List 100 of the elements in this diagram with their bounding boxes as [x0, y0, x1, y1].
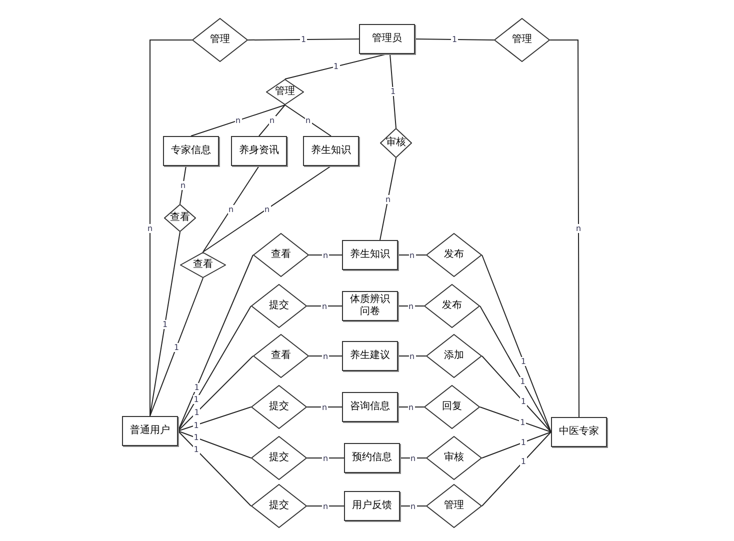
cardinality-label: n	[322, 352, 330, 360]
cardinality-label: 1	[162, 320, 169, 328]
relationship-name: 添加	[444, 350, 464, 362]
relationship-name: 管理	[512, 34, 532, 46]
cardinality-label: 1	[519, 418, 526, 426]
connector-line	[550, 40, 580, 418]
entity-box	[342, 240, 398, 270]
relationship-name: 回复	[442, 401, 462, 413]
cardinality-label: 1	[300, 35, 308, 44]
entity-name: 养生知识	[349, 249, 391, 261]
connector-line	[380, 158, 396, 240]
entity-box	[122, 416, 178, 446]
cardinality-label: 1	[173, 342, 180, 352]
relationship-name: 发布	[444, 249, 464, 261]
entity-name: 专家信息	[170, 145, 212, 157]
relationship-name: 审核	[386, 137, 406, 149]
connector-line	[414, 38, 494, 40]
cardinality-label: 1	[519, 377, 526, 386]
relationship-name: 审核	[444, 452, 464, 464]
entity-name: 管理员	[371, 33, 403, 45]
entity-name: 养生建议	[349, 350, 391, 362]
connector-line	[202, 166, 260, 252]
cardinality-label: n	[408, 352, 416, 360]
connector-line	[178, 406, 252, 432]
cardinality-label: n	[322, 502, 330, 510]
connector-line	[480, 306, 552, 432]
connector-line	[180, 166, 186, 204]
cardinality-label: n	[322, 250, 330, 260]
connector-line	[190, 104, 286, 136]
relationship-name: 提交	[269, 452, 289, 464]
relationship-name: 管理	[444, 500, 464, 512]
relationship-name: 查看	[271, 350, 291, 362]
entity-box	[342, 291, 398, 321]
entity-name: 预约信息	[351, 452, 393, 464]
entity-box	[163, 136, 219, 166]
entity-box	[344, 491, 400, 521]
relationship-name: 查看	[193, 259, 213, 271]
cardinality-label: n	[304, 116, 312, 125]
cardinality-label: n	[180, 180, 187, 190]
relationship-name: 发布	[442, 300, 462, 312]
cardinality-label: n	[384, 194, 392, 204]
cardinality-label: 1	[520, 457, 527, 466]
connector-line	[482, 356, 552, 432]
cardinality-label: n	[408, 402, 415, 412]
entity-box	[342, 392, 398, 422]
cardinality-label: n	[408, 250, 416, 260]
cardinality-label: 1	[193, 382, 200, 392]
connector-line	[308, 254, 342, 256]
connector-line	[258, 104, 286, 136]
connector-line	[178, 306, 252, 432]
cardinality-label: 1	[520, 397, 527, 406]
entity-name: 用户反馈	[351, 500, 393, 512]
relationship-name: 管理	[275, 86, 295, 98]
connector-line	[150, 278, 204, 416]
entity-box	[303, 136, 359, 166]
connector-line	[398, 254, 426, 256]
cardinality-label: 1	[192, 420, 200, 430]
cardinality-label: n	[410, 502, 417, 510]
cardinality-label: n	[268, 116, 276, 125]
cardinality-label: n	[575, 224, 582, 233]
cardinality-label: n	[228, 204, 235, 214]
connector-line	[178, 356, 254, 432]
connector-line	[482, 432, 552, 458]
connector-line	[150, 40, 192, 416]
entity-box	[342, 341, 398, 371]
cardinality-label: 1	[192, 395, 200, 404]
entity-name: 养生知识	[310, 145, 352, 157]
entity-name: 普通用户	[129, 425, 171, 437]
cardinality-label: n	[321, 402, 328, 412]
connector-line	[248, 38, 360, 40]
relationship-name: 提交	[269, 300, 289, 312]
cardinality-label: n	[264, 204, 271, 214]
cardinality-label: n	[234, 116, 242, 125]
connector-line	[178, 430, 252, 458]
connector-line	[178, 430, 252, 506]
relationship-name: 提交	[269, 401, 289, 413]
cardinality-label: n	[410, 454, 417, 462]
relationship-name: 管理	[210, 34, 230, 46]
connector-line	[390, 54, 396, 128]
cardinality-label: 1	[193, 408, 200, 417]
entity-name: 咨询信息	[349, 401, 391, 413]
cardinality-label: n	[408, 302, 415, 310]
cardinality-label: 1	[390, 86, 397, 96]
cardinality-label: 1	[192, 433, 200, 442]
connector-line	[482, 254, 552, 432]
cardinality-label: n	[321, 302, 328, 310]
entity-box	[344, 443, 400, 473]
relationship-name: 提交	[269, 500, 289, 512]
entity-name: 养身资讯	[238, 145, 280, 157]
connector-line	[284, 104, 332, 136]
entity-box	[359, 24, 415, 54]
connector-line	[306, 406, 342, 408]
relationship-name: 查看	[170, 212, 190, 224]
entity-box	[231, 136, 287, 166]
cardinality-label: n	[322, 454, 330, 462]
connector-line	[150, 232, 180, 416]
relationship-name: 查看	[271, 249, 291, 261]
connector-line	[480, 406, 552, 432]
cardinality-label: 1	[520, 438, 527, 447]
entity-name: 体质辨识问卷	[349, 294, 391, 318]
